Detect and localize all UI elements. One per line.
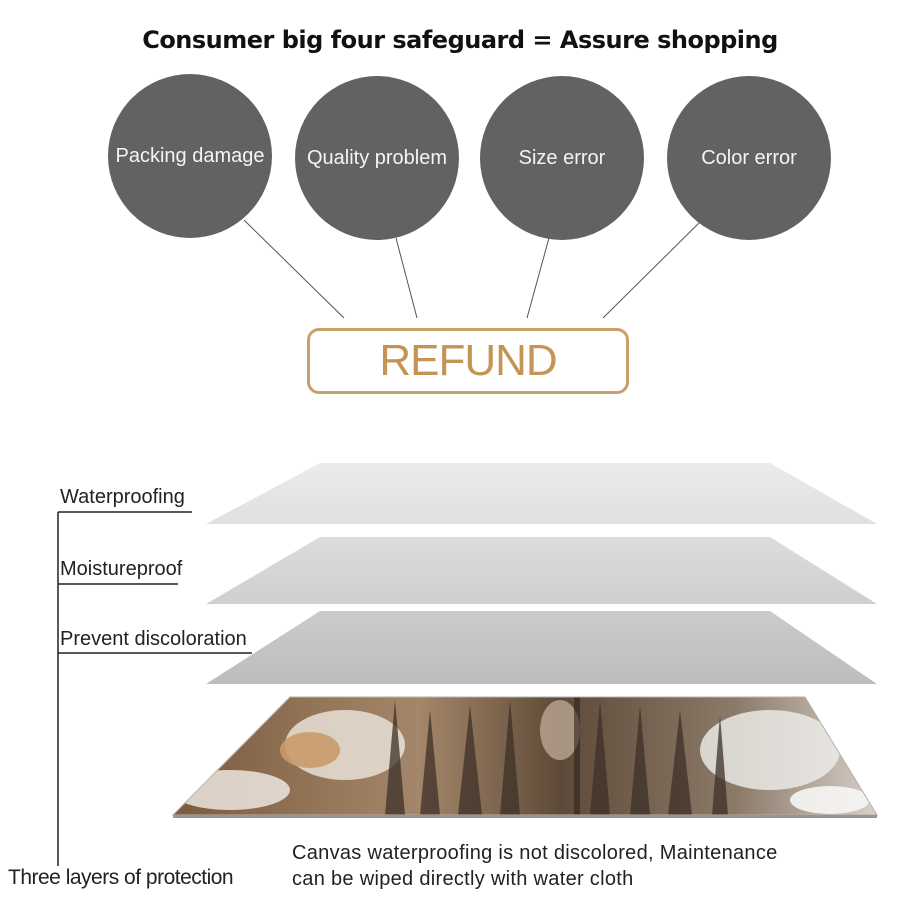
refund-label: REFUND <box>379 336 557 385</box>
safeguard-label: Quality problem <box>306 146 448 169</box>
safeguard-size-error: Size error <box>480 76 644 240</box>
safeguard-label: Packing damage <box>115 144 265 167</box>
refund-box: REFUND <box>307 328 629 394</box>
safeguard-label: Color error <box>701 146 797 169</box>
layer-sheet-waterproofing <box>206 463 877 524</box>
safeguard-label: Size error <box>518 146 606 169</box>
layer-sheet-discoloration <box>206 611 877 684</box>
canvas-print-image <box>173 697 877 815</box>
layer-label-prevent-discoloration: Prevent discoloration <box>60 628 247 650</box>
maintenance-note: Canvas waterproofing is not discolored, … <box>292 840 812 892</box>
protection-caption: Three layers of protection <box>8 866 234 889</box>
safeguard-color-error: Color error <box>667 76 831 240</box>
note-line-2: can be wiped directly with water cloth <box>292 868 634 890</box>
page-title: Consumer big four safeguard = Assure sho… <box>142 26 778 54</box>
layer-bracket <box>57 511 252 866</box>
safeguard-packing-damage: Packing damage <box>108 74 272 238</box>
note-line-1: Canvas waterproofing is not discolored, … <box>292 842 778 864</box>
layer-sheet-moistureproof <box>206 537 877 604</box>
safeguard-quality-problem: Quality problem <box>295 76 459 240</box>
layer-label-waterproofing: Waterproofing <box>60 486 185 508</box>
layer-label-moistureproof: Moistureproof <box>60 558 183 580</box>
